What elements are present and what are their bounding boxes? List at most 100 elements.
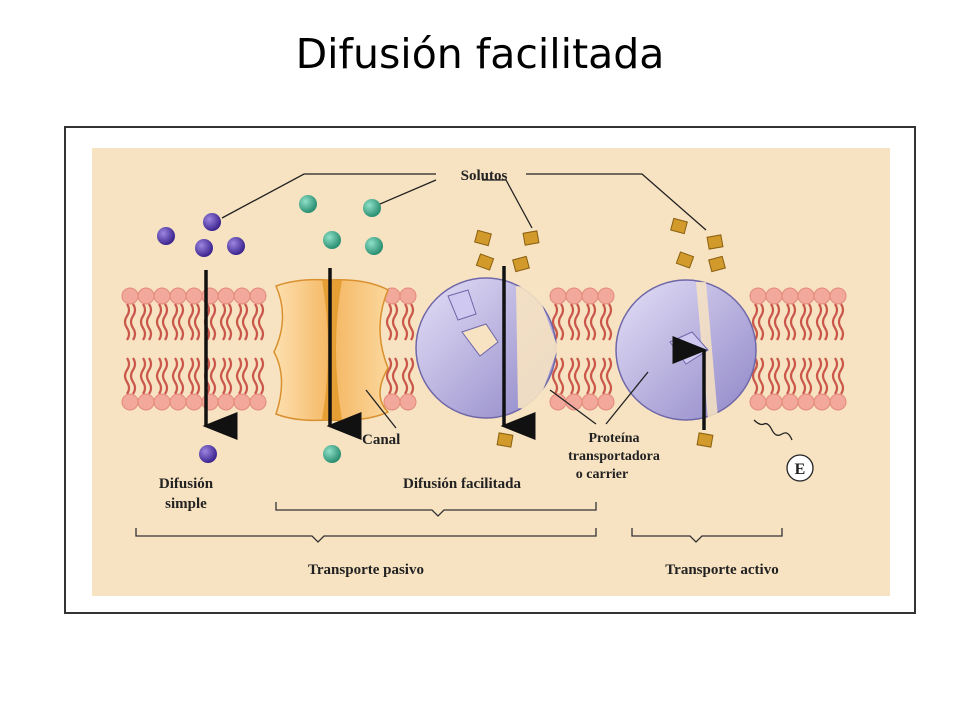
difusion-simple-label-line2: simple (165, 496, 207, 512)
lipid-head (153, 287, 171, 305)
solute-gold (474, 229, 492, 247)
lipid-tail (385, 357, 393, 395)
lipid-head (249, 287, 267, 305)
lipid-tail (567, 303, 575, 341)
solute-teal (323, 445, 341, 463)
lipid-tail (177, 357, 185, 395)
lipid-tail (241, 303, 249, 341)
lipid-head (399, 287, 417, 305)
lipid-tail (145, 357, 153, 395)
lipid-head (249, 393, 267, 411)
purple-solutes (157, 213, 245, 463)
lipid-head (549, 287, 567, 305)
lipid-tail (605, 357, 613, 395)
lipid-tail (751, 357, 759, 395)
lipid-tail (773, 303, 781, 341)
lipid-tail (171, 357, 179, 395)
solute-gold (675, 251, 695, 269)
lipid-tail (129, 357, 137, 395)
lipid-tail (573, 303, 581, 341)
lipid-tail (219, 303, 227, 341)
lipid-tail (589, 357, 597, 395)
lipid-head (217, 393, 235, 411)
lipid-head (765, 393, 783, 411)
lipid-tail (177, 303, 185, 341)
lipid-head (137, 287, 155, 305)
lipid-tail (583, 357, 591, 395)
lipid-tail (193, 303, 201, 341)
lipid-tail (219, 357, 227, 395)
lipid-tail (155, 303, 163, 341)
lipid-tail (123, 357, 131, 395)
lipid-tail (145, 303, 153, 341)
lipid-tail (155, 357, 163, 395)
lipid-tail (551, 357, 559, 395)
energy-icon (786, 454, 814, 482)
lipid-tail (783, 303, 791, 341)
solute-gold (475, 253, 495, 271)
solute-gold (522, 230, 540, 246)
lipid-tail (757, 303, 765, 341)
solute-gold (696, 432, 714, 448)
solutos-label: Solutos (461, 168, 508, 184)
lipid-tail (599, 303, 607, 341)
lipid-head (565, 287, 583, 305)
lipid-tail (251, 357, 259, 395)
lipid-head (121, 287, 139, 305)
lipid-tail (391, 357, 399, 395)
lipid-tail (799, 303, 807, 341)
solute-purple (227, 237, 245, 255)
solute-purple (199, 445, 217, 463)
passive-transport-bracket (135, 528, 597, 543)
slide-title: Difusión facilitada (295, 30, 665, 78)
facilitated-bracket (275, 502, 597, 517)
lipid-tail (407, 303, 415, 341)
lipid-tail (789, 303, 797, 341)
lipid-tail (235, 303, 243, 341)
lipid-head (781, 393, 799, 411)
transporte-activo-label: Transporte activo (665, 562, 778, 578)
lipid-tail (767, 357, 775, 395)
solute-gold (512, 255, 530, 273)
lipid-tail (161, 303, 169, 341)
lipid-tail (757, 357, 765, 395)
leader-lines (221, 173, 793, 441)
lipid-bilayer (121, 287, 847, 411)
diagram-frame: E Solutos Canal Proteína transportadora … (64, 126, 916, 614)
lipid-tail (187, 303, 195, 341)
lipid-head (169, 287, 187, 305)
lipid-tail (789, 357, 797, 395)
lipid-tail (123, 303, 131, 341)
lipid-tail (235, 357, 243, 395)
lipid-tail (589, 303, 597, 341)
lipid-head (829, 287, 847, 305)
gold-solutes (474, 217, 726, 448)
lipid-tail (407, 357, 415, 395)
solute-teal (323, 231, 341, 249)
lipid-tail (815, 357, 823, 395)
lipid-tail (557, 303, 565, 341)
lipid-tail (251, 303, 259, 341)
lipid-head (813, 287, 831, 305)
lipid-tail (773, 357, 781, 395)
solute-purple (203, 213, 221, 231)
lipid-tail (799, 357, 807, 395)
transporte-pasivo-label: Transporte pasivo (308, 562, 424, 578)
lipid-head (597, 393, 615, 411)
lipid-tail (573, 357, 581, 395)
carrier-protein-active (615, 279, 757, 421)
lipid-head (797, 287, 815, 305)
solute-purple (195, 239, 213, 257)
proteina-label-line2: transportadora (568, 449, 660, 464)
lipid-tail (821, 357, 829, 395)
lipid-tail (805, 357, 813, 395)
lipid-tail (805, 303, 813, 341)
lipid-tail (583, 303, 591, 341)
canal-label: Canal (362, 432, 400, 448)
lipid-tail (171, 303, 179, 341)
active-transport-bracket (631, 528, 783, 543)
lipid-head (153, 393, 171, 411)
difusion-facilitada-label: Difusión facilitada (403, 476, 521, 492)
lipid-tail (401, 357, 409, 395)
lipid-tail (815, 303, 823, 341)
